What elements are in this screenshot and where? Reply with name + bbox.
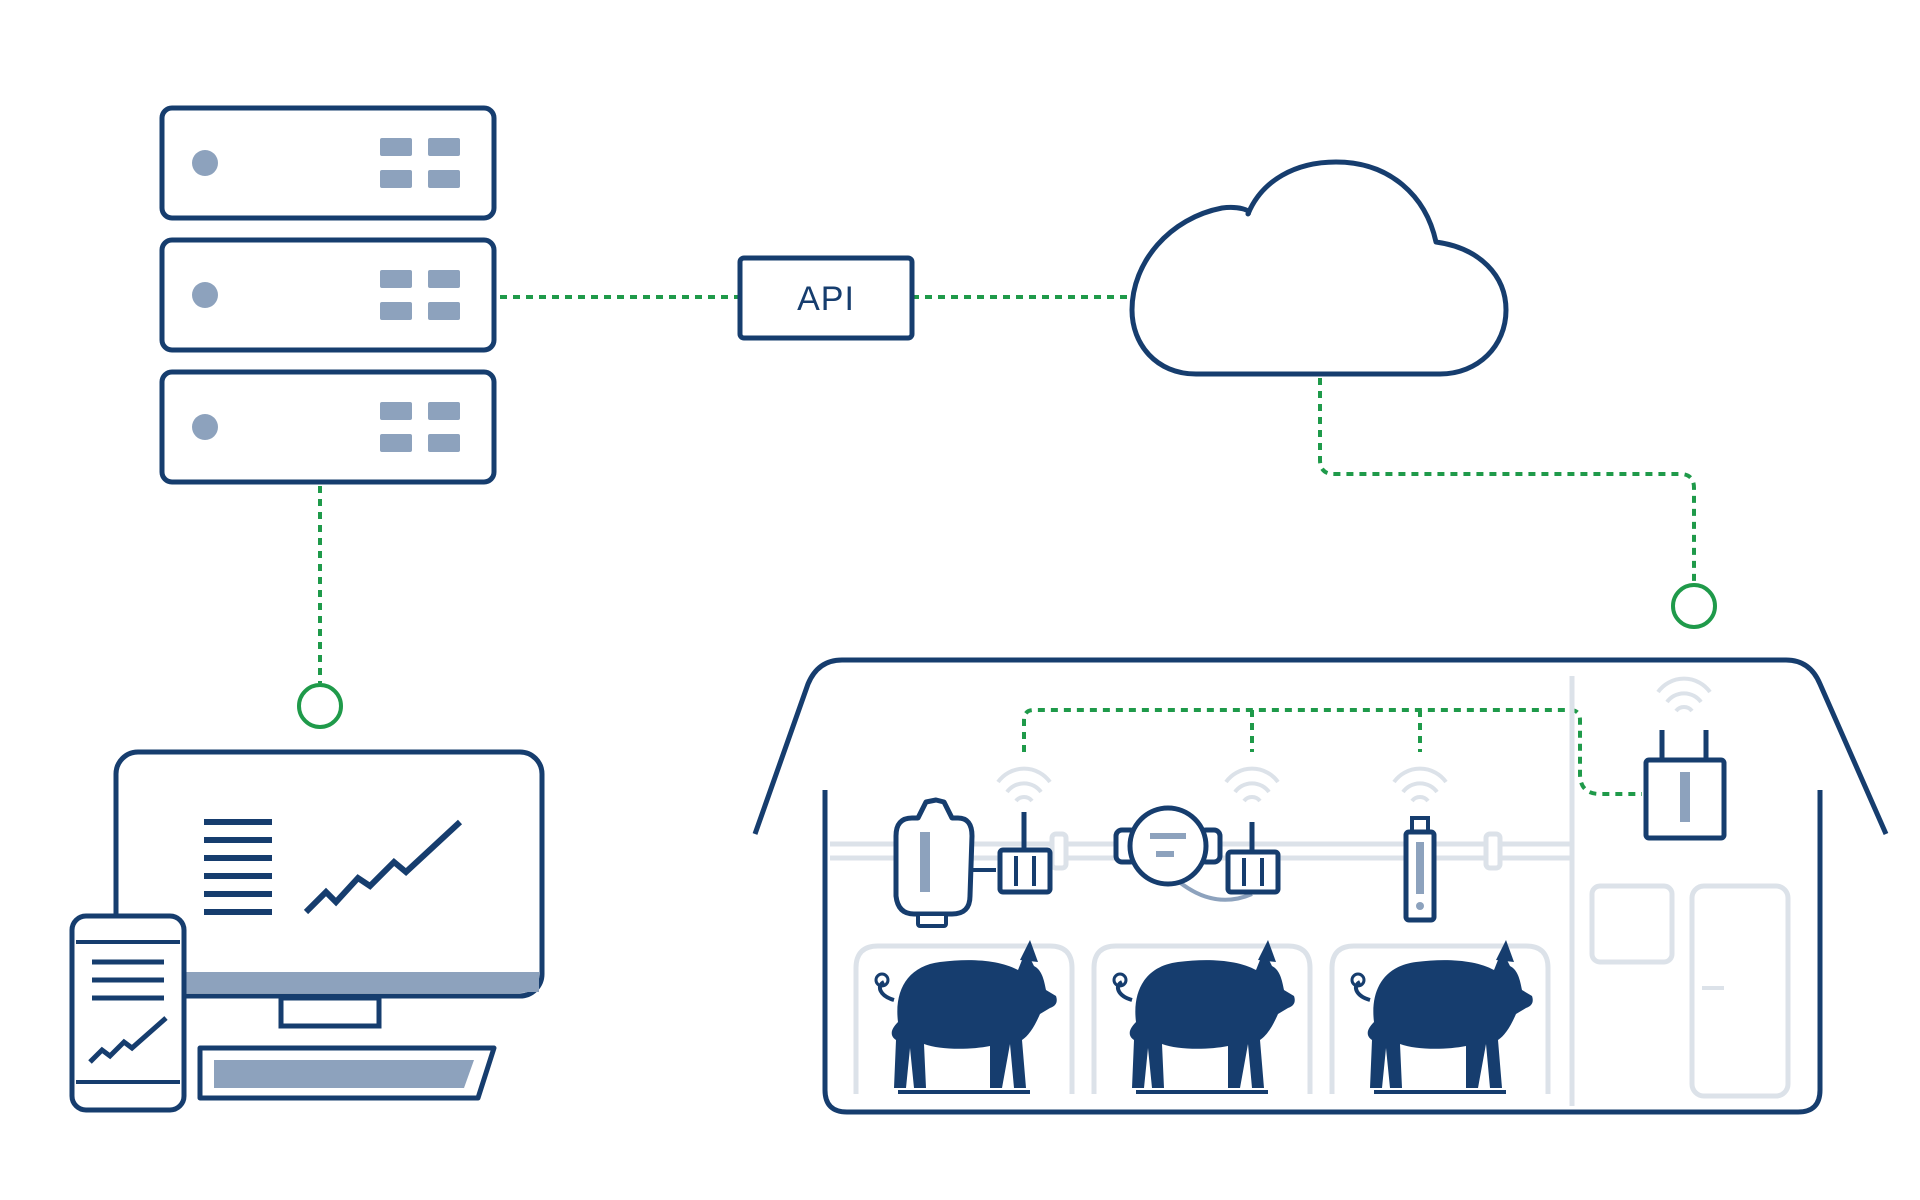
barn-roof	[752, 657, 1889, 836]
pen	[1329, 943, 1551, 1094]
wifi-icon	[1224, 766, 1280, 803]
connection-node-client	[297, 683, 343, 729]
pig-icon	[1112, 938, 1297, 1094]
desktop-computer-icon	[113, 749, 545, 1029]
gateway-icon	[1643, 730, 1727, 841]
trend-line-icon	[303, 819, 463, 915]
water-meter-icon	[1113, 805, 1223, 887]
connector-barn-device-bus	[1022, 708, 1642, 796]
server-rack-icon	[159, 105, 497, 485]
barn-walls	[822, 790, 1823, 1115]
api-label: API	[797, 280, 855, 318]
sensor-stick-icon	[1403, 816, 1437, 923]
api-box: API	[737, 255, 915, 341]
barn-door	[1689, 883, 1791, 1099]
barn-window	[1589, 883, 1675, 965]
connector-lines	[318, 295, 1696, 796]
wifi-icon	[1656, 676, 1712, 713]
server-unit	[159, 369, 497, 485]
wifi-icon	[996, 766, 1052, 803]
pig-icon	[874, 938, 1059, 1094]
wifi-icon	[1392, 766, 1448, 803]
server-unit	[159, 237, 497, 353]
server-unit	[159, 105, 497, 221]
barn-icon	[752, 657, 1889, 1115]
silo-sensor-icon	[893, 797, 996, 928]
connector-cloud-to-barn	[1318, 378, 1696, 583]
keyboard-icon	[197, 1045, 497, 1101]
cloud-icon	[1129, 159, 1509, 377]
connection-node-barn	[1671, 583, 1717, 629]
smartphone-icon	[69, 913, 187, 1113]
text-lines-icon	[204, 819, 272, 915]
pen	[1091, 943, 1313, 1094]
sensor-box-icon	[1225, 822, 1281, 895]
pig-icon	[1350, 938, 1535, 1094]
pen	[853, 943, 1075, 1094]
sensor-box-icon	[997, 812, 1053, 895]
